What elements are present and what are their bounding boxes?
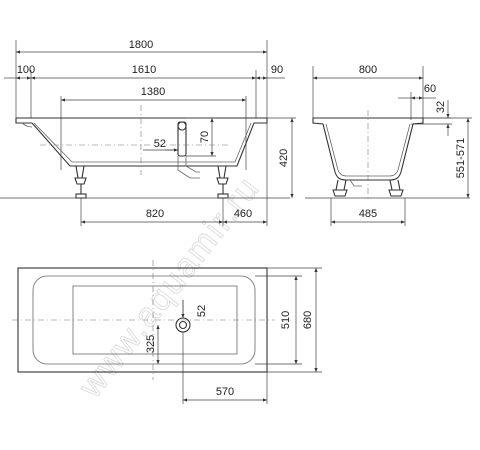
dim-left-rim: 100 — [17, 64, 35, 76]
dim-width: 800 — [359, 64, 377, 76]
dim-overall-length: 1800 — [129, 39, 153, 51]
end-view: 800 60 32 551-571 485 — [305, 64, 472, 226]
watermark: www.aquamir.ru — [71, 169, 268, 406]
leg-left — [75, 165, 85, 179]
end-leg-right — [389, 179, 401, 191]
dim-top-drain-offset: 52 — [196, 305, 208, 317]
side-view: 1800 100 1610 90 1380 52 70 — [0, 39, 296, 226]
dim-end-leg-spacing: 485 — [359, 208, 377, 220]
dim-drain-height: 70 — [199, 131, 211, 143]
dim-leg-spacing: 820 — [146, 208, 164, 220]
overflow-pipe — [177, 121, 187, 157]
dim-leg-offset: 460 — [234, 208, 252, 220]
dim-end-rim: 60 — [424, 83, 436, 95]
leg-right — [217, 165, 227, 179]
dim-total-height: 551-571 — [455, 138, 467, 178]
end-leg-left — [335, 179, 347, 191]
side-tub-outline — [15, 118, 268, 167]
dim-drain-offset: 52 — [154, 138, 166, 150]
top-view: 52 325 510 680 570 — [12, 260, 322, 404]
dim-inner-width: 510 — [280, 311, 292, 329]
dim-drain-position: 570 — [216, 386, 234, 398]
dim-drain-center: 325 — [145, 335, 157, 353]
dim-rim-height: 32 — [435, 101, 447, 113]
dim-right-rim: 90 — [271, 64, 283, 76]
dim-bottom-length: 1380 — [141, 86, 165, 98]
dim-height: 420 — [278, 149, 290, 167]
dim-inner-length: 1610 — [132, 64, 156, 76]
dim-outer-width: 680 — [302, 311, 314, 329]
